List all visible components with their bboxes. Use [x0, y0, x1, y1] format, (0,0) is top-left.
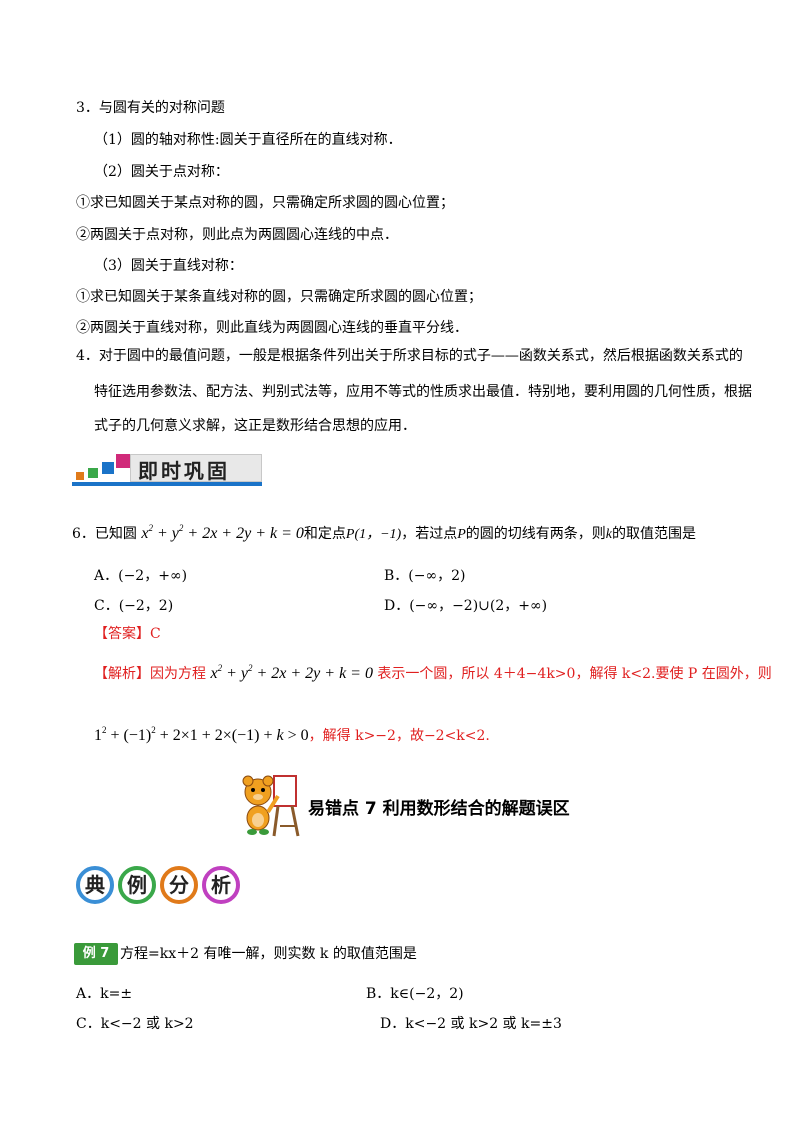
example-7-option-b: B．k∈(−2，2): [366, 986, 464, 1002]
q6-pre: 已知圆: [94, 526, 137, 542]
example-7-option-a: A．k=±: [76, 986, 133, 1002]
sec4-line-2: 特征选用参数法、配方法、判别式法等，应用不等式的性质求出最值．特别地，要利用圆的…: [94, 384, 752, 400]
q6-k: k: [605, 527, 612, 542]
banner-square-pink: [116, 454, 130, 468]
q6-analysis-post: 表示一个圆，所以 4＋4−4k>0，解得 k<2.要使 P 在圆外，则: [377, 666, 772, 682]
sec3-item-3a: ①求已知圆关于某条直线对称的圆，只需确定所求圆的圆心位置；: [76, 289, 482, 305]
example-7-badge: 例 7: [74, 943, 118, 965]
sec3-item-2: （2）圆关于点对称：: [94, 164, 229, 180]
q6-post3: 的取值范围是: [612, 526, 696, 542]
banner-square-green: [88, 468, 98, 478]
q6-answer-label: 【答案】: [94, 626, 150, 642]
sec4-line-3: 式子的几何意义求解，这正是数形结合思想的应用．: [94, 418, 416, 434]
example-7-option-c: C．k<−2 或 k>2: [76, 1016, 194, 1032]
mascot-bear-easel-illustration: [242, 775, 300, 837]
q6-answer: 【答案】C: [94, 624, 161, 644]
q6-post1: ，若过点: [401, 526, 458, 542]
example-7-option-d: D．k<−2 或 k>2 或 k=±3: [380, 1016, 562, 1032]
sec3-item-3: （3）圆关于直线对称：: [94, 258, 243, 274]
banner-square-orange: [76, 472, 84, 480]
section-7-title: 易错点 7 利用数形结合的解题误区: [308, 799, 570, 819]
q6-analysis-equation: x2 + y2 + 2x + 2y + k = 0: [210, 663, 373, 683]
q6-option-a: A．(−2，+∞): [94, 568, 188, 584]
q6-point: P(1，−1): [345, 527, 402, 542]
banner-square-blue: [102, 462, 114, 474]
circle-char-3: 分: [160, 866, 198, 904]
q6-option-c: C．(−2，2): [94, 598, 174, 614]
q6-mid: 和定点: [303, 526, 346, 542]
q6-analysis-end: ，解得 k>−2，故−2<k<2.: [308, 728, 490, 744]
practice-banner: 即时巩固: [72, 452, 262, 490]
q6-analysis-line-2: 12 + (−1)2 + 2×1 + 2×(−1) + k > 0，解得 k>−…: [94, 726, 490, 746]
q6-p: P: [457, 527, 466, 542]
q6-analysis-pre: 因为方程: [150, 666, 206, 682]
sec3-item-1: （1）圆的轴对称性:圆关于直径所在的直线对称．: [94, 132, 402, 148]
sec3-item-3b: ②两圆关于直线对称，则此直线为两圆圆心连线的垂直平分线．: [76, 320, 468, 336]
q6-option-b: B．(−∞，2): [384, 568, 466, 584]
q6-post2: 的圆的切线有两条，则: [465, 526, 606, 542]
q6-stem: 6．已知圆 x2 + y2 + 2x + 2y + k = 0和定点P(1，−1…: [72, 524, 696, 545]
q6-analysis-label: 【解析】: [94, 666, 150, 682]
circle-char-4: 析: [202, 866, 240, 904]
q6-option-d: D．(−∞，−2)∪(2，+∞): [384, 598, 548, 614]
sec4-line-1: 4．对于圆中的最值问题，一般是根据条件列出关于所求目标的式子——函数关系式，然后…: [76, 348, 743, 364]
q6-circle-equation: x2 + y2 + 2x + 2y + k = 0: [141, 523, 304, 543]
q6-analysis: 【解析】因为方程 x2 + y2 + 2x + 2y + k = 0 表示一个圆…: [94, 664, 772, 684]
q6-answer-value: C: [150, 626, 161, 642]
sec3-heading: 3．与圆有关的对称问题: [76, 100, 225, 116]
banner-text-box: [130, 454, 262, 482]
example-7-stem: 方程=kx＋2 有唯一解，则实数 k 的取值范围是: [120, 946, 417, 962]
q6-number: 6．: [72, 526, 95, 542]
circle-char-2: 例: [118, 866, 156, 904]
circle-char-1: 典: [76, 866, 114, 904]
sec3-item-2b: ②两圆关于点对称，则此点为两圆圆心连线的中点．: [76, 227, 398, 243]
q6-inequality: 12 + (−1)2 + 2×1 + 2×(−1) + k > 0: [94, 725, 309, 745]
sec3-item-2a: ①求已知圆关于某点对称的圆，只需确定所求圆的圆心位置；: [76, 195, 454, 211]
banner-underline: [72, 482, 262, 486]
banner-title: 即时巩固: [138, 459, 230, 483]
